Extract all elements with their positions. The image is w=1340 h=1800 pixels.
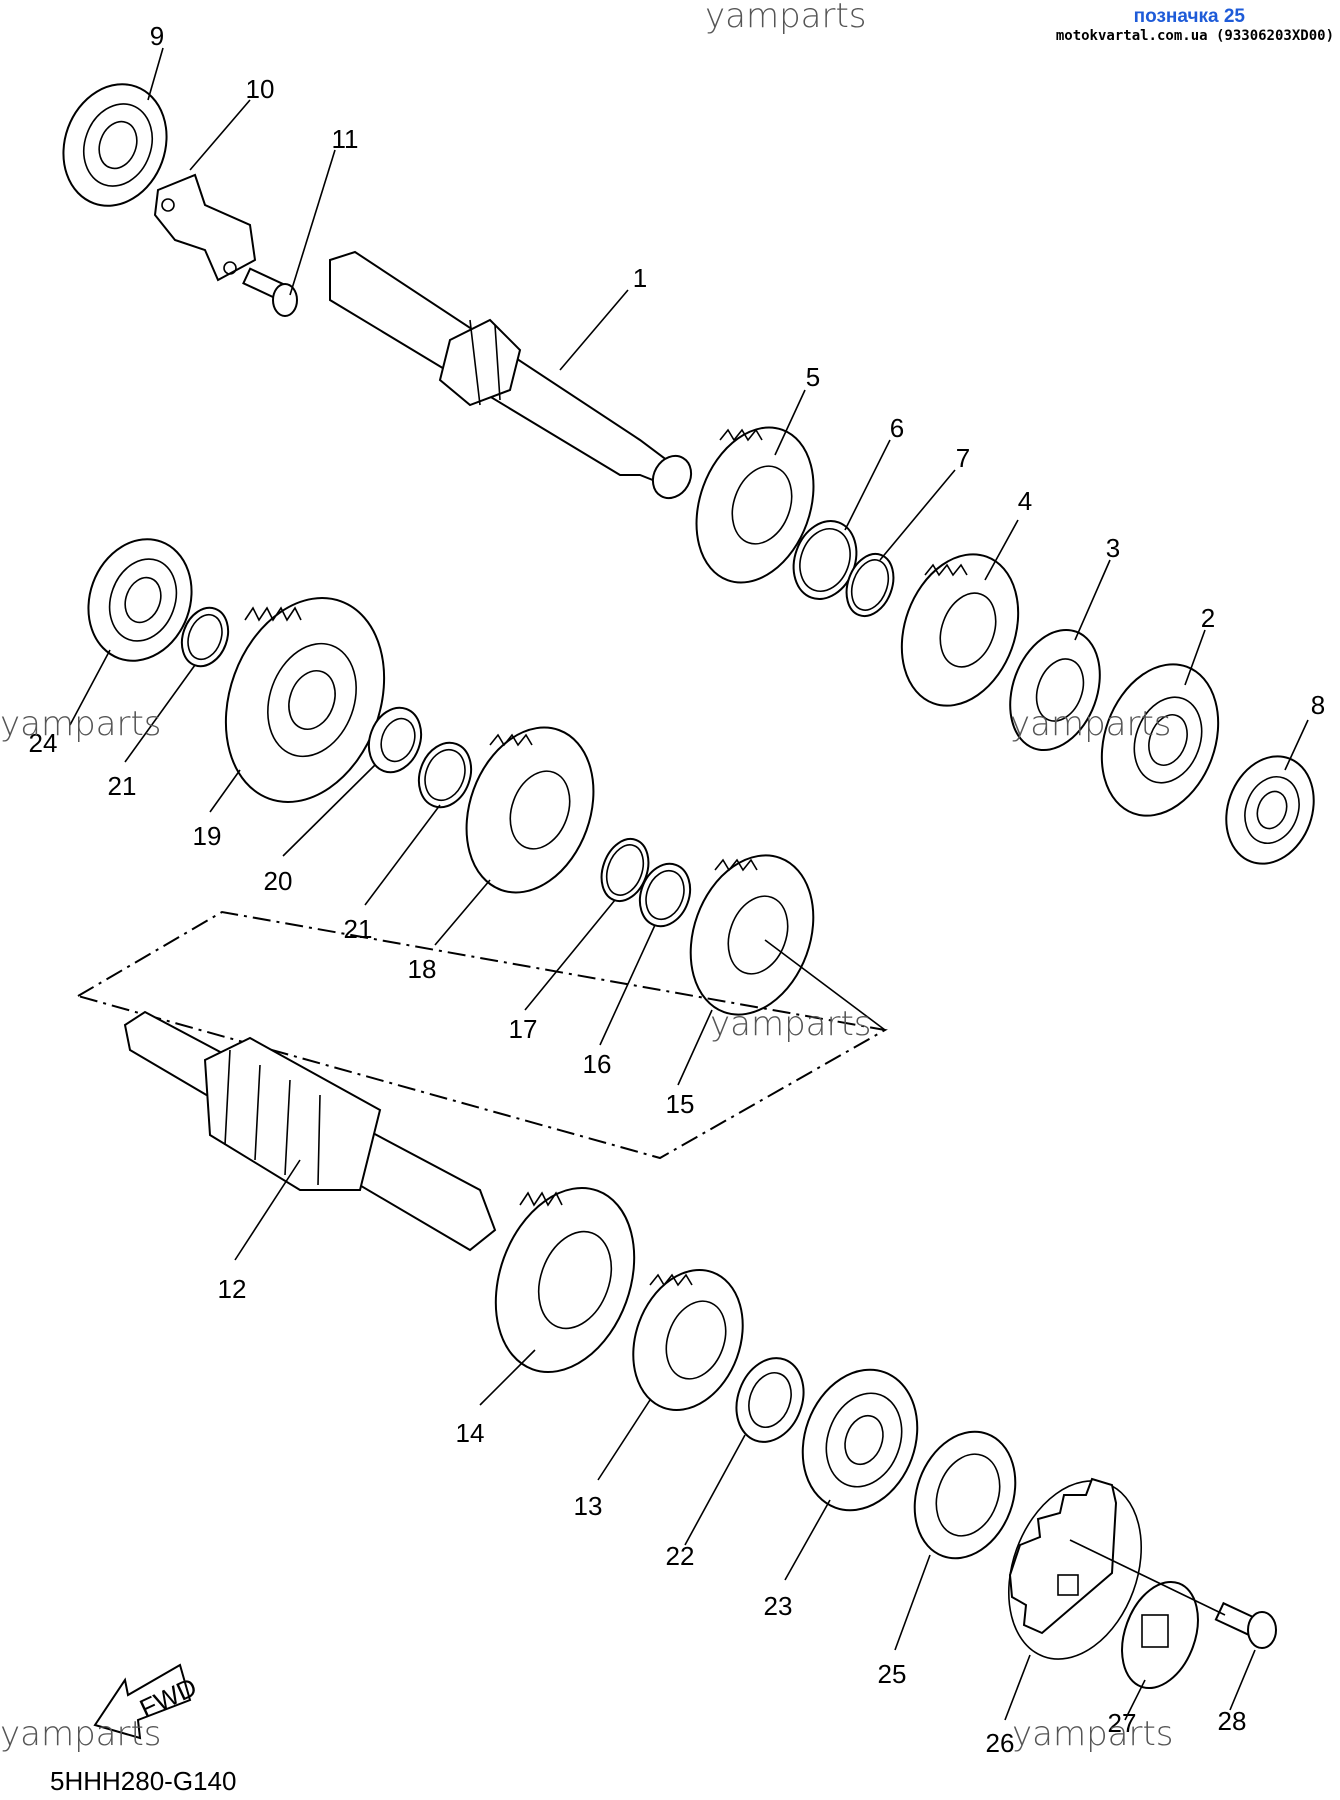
sprocket-26[interactable] [985, 1462, 1164, 1677]
watermarks: yamparts yamparts yamparts yamparts yamp… [0, 0, 1174, 1754]
gear-13[interactable] [615, 1255, 762, 1426]
bearing-8[interactable] [1212, 744, 1329, 876]
callout-18: 18 [408, 954, 437, 984]
watermark-right-mid: yamparts [1010, 704, 1172, 744]
assembly-axis [1069, 1539, 1226, 1616]
callout-26: 26 [986, 1728, 1015, 1758]
washer-21b[interactable] [410, 735, 480, 814]
bushing-20[interactable] [360, 700, 430, 779]
oil-seal-24[interactable] [898, 1418, 1033, 1573]
callout-9: 9 [150, 21, 164, 51]
gear-2[interactable] [1082, 648, 1239, 832]
callout-5: 5 [806, 362, 820, 392]
leader-lines [69, 47, 1309, 1721]
bearing-9[interactable] [47, 70, 183, 221]
callout-27: 27 [1108, 1708, 1137, 1738]
callout-23: 23 [764, 1591, 793, 1621]
callout-21b: 21 [344, 914, 373, 944]
washer-16[interactable] [632, 857, 699, 934]
watermark-bottom-right: yamparts [1012, 1714, 1174, 1754]
callout-3: 3 [1106, 533, 1120, 563]
header-site: motokvartal.com.ua (93306203XD00) [1055, 28, 1334, 44]
gear-15[interactable] [669, 838, 834, 1032]
watermark-center: yamparts [710, 1004, 872, 1044]
callout-11: 11 [332, 124, 359, 154]
main-shaft-1[interactable] [329, 250, 699, 505]
watermark-bottom-left: yamparts [0, 1714, 162, 1754]
lock-washer-27[interactable] [1108, 1571, 1211, 1698]
callout-20: 20 [264, 866, 293, 896]
gear-18[interactable] [445, 710, 616, 911]
circlip-7[interactable] [838, 547, 901, 622]
bolt-28[interactable] [1214, 1601, 1277, 1649]
callout-labels: 9 10 11 1 5 6 7 4 3 2 8 24 21 19 20 21 1… [29, 21, 1326, 1758]
callout-8: 8 [1311, 690, 1325, 720]
callout-28: 28 [1218, 1706, 1247, 1736]
callout-22: 22 [666, 1541, 695, 1571]
callout-25: 24 [29, 728, 58, 758]
callout-7: 7 [956, 443, 970, 473]
bearing-retainer-10[interactable] [153, 173, 257, 282]
diagram-code: 5HHH280-G140 [50, 1766, 236, 1796]
drive-shaft-12[interactable] [123, 1010, 497, 1252]
callout-2: 2 [1201, 603, 1215, 633]
washer-22[interactable] [725, 1349, 815, 1452]
gear-3[interactable] [994, 617, 1115, 762]
callout-19: 19 [193, 821, 222, 851]
callout-16: 16 [583, 1049, 612, 1079]
callout-15: 15 [666, 1089, 695, 1119]
bearing-25[interactable] [72, 525, 208, 676]
bracket-leader [764, 939, 886, 1031]
watermark-left-mid: yamparts [0, 704, 162, 744]
gear-5[interactable] [676, 411, 834, 599]
callout-21a: 21 [108, 771, 137, 801]
gear-14[interactable] [471, 1168, 658, 1391]
gear-19[interactable] [199, 576, 412, 825]
callout-6: 6 [890, 413, 904, 443]
header-label: позначка 25 [1133, 6, 1245, 27]
callout-14: 14 [456, 1418, 485, 1448]
bearing-23[interactable] [784, 1354, 937, 1527]
callout-12: 12 [218, 1274, 247, 1304]
callout-17: 17 [509, 1014, 538, 1044]
callout-4: 4 [1018, 486, 1032, 516]
callout-1: 1 [633, 263, 647, 293]
callout-13: 13 [574, 1491, 603, 1521]
callout-10: 10 [246, 74, 275, 104]
callout-24: 25 [878, 1659, 907, 1689]
watermark-top: yamparts [705, 0, 867, 36]
screw-11[interactable] [242, 267, 298, 317]
gear-4[interactable] [882, 538, 1039, 722]
